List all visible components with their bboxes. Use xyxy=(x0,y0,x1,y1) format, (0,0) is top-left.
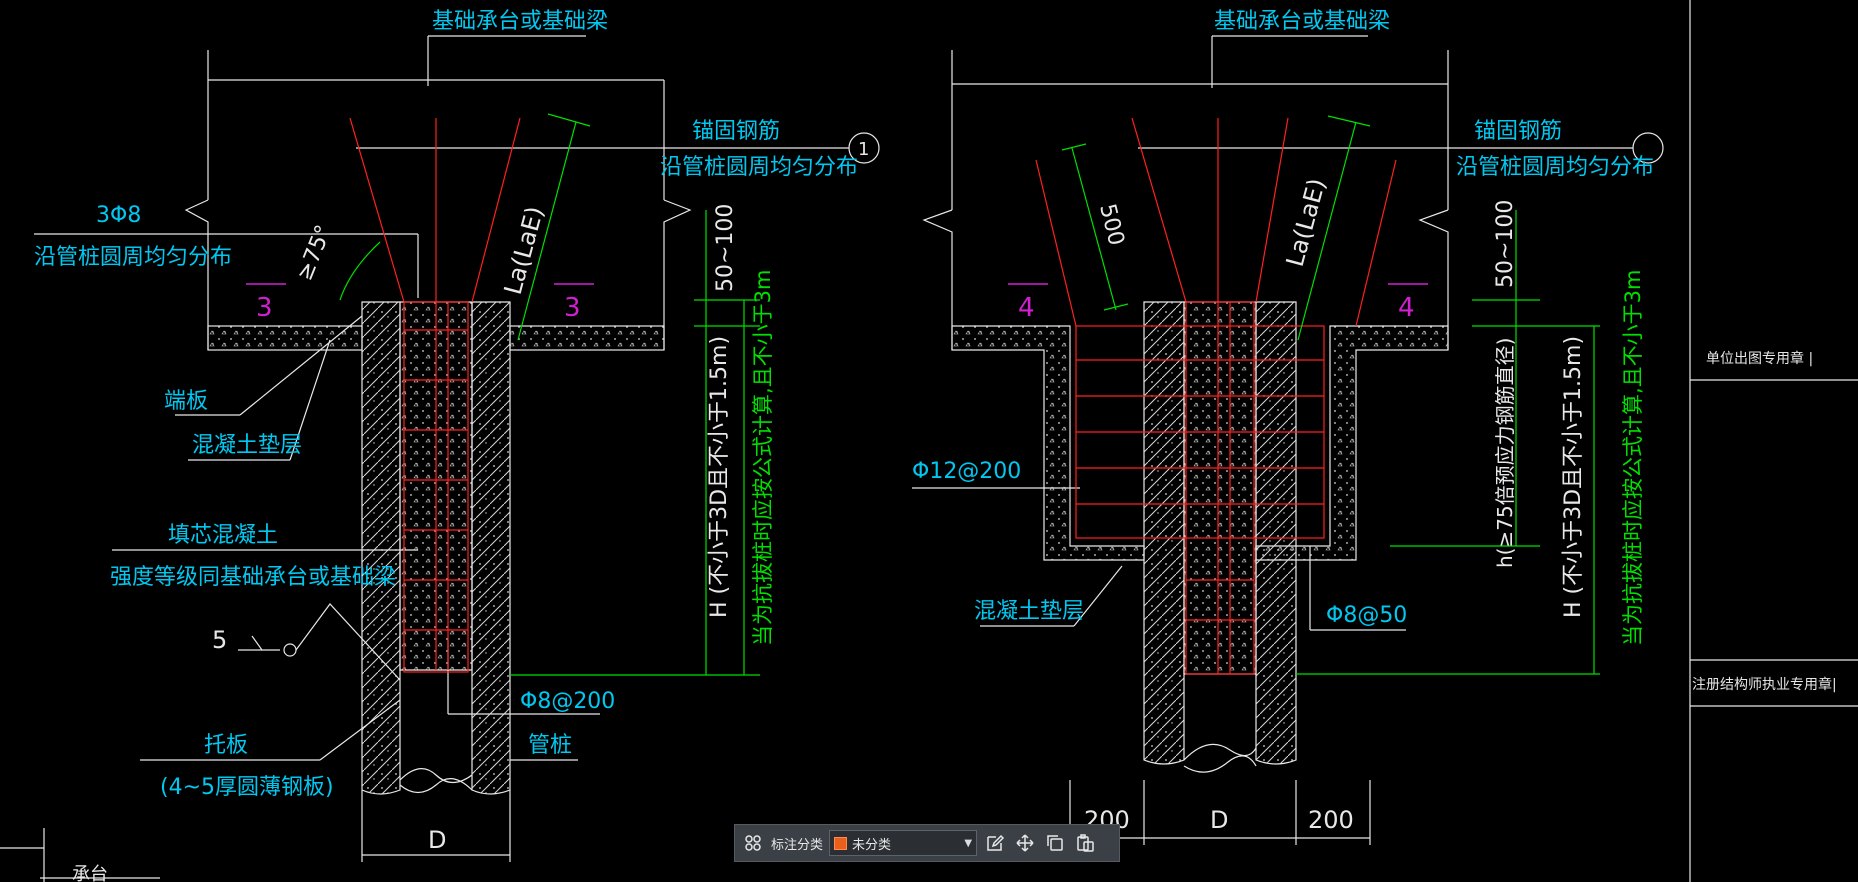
unit-stamp-label: 单位出图专用章 | xyxy=(1706,351,1814,367)
left-plate-1: 托板 xyxy=(204,733,248,758)
left-angle-label: ≥75° xyxy=(292,222,337,285)
annotation-toolbar: 标注分类 未分类 ▼ xyxy=(734,824,1120,862)
right-h-small: h(≥75倍预应力钢筋直径) xyxy=(1493,338,1517,569)
left-rebar xyxy=(349,117,521,673)
category-color-swatch xyxy=(834,836,848,850)
left-h-green: 当为抗拔桩时应按公式计算,且不小于3m xyxy=(751,270,775,647)
right-anchor-label-2: 沿管桩圆周均匀分布 xyxy=(1456,155,1654,180)
left-anchor-label: 锚固钢筋 xyxy=(692,119,780,144)
right-cushion: 混凝土垫层 xyxy=(974,599,1084,624)
right-ring-bar: Φ8@50 xyxy=(1326,603,1407,628)
grid-icon[interactable] xyxy=(741,831,765,855)
left-fill-2: 强度等级同基础承台或基础梁 xyxy=(110,565,396,590)
right-d-dim: D xyxy=(1210,806,1228,834)
left-section-mark-b: 3 xyxy=(564,293,581,323)
chevron-down-icon: ▼ xyxy=(964,837,973,849)
move-icon[interactable] xyxy=(1013,831,1037,855)
left-plate-2: (4~5厚圆薄钢板) xyxy=(160,775,334,800)
corner-text: 承台 xyxy=(72,864,108,882)
left-h-label: H (不小于3D且不小于1.5m) xyxy=(707,336,732,618)
right-la-label: La(LaE) xyxy=(1281,175,1331,269)
right-detail xyxy=(912,35,1664,845)
engineer-stamp-label: 注册结构师执业专用章| xyxy=(1692,677,1837,693)
left-top-label: 基础承台或基础梁 xyxy=(432,9,608,34)
right-dimensions xyxy=(1061,115,1600,675)
left-cushion: 混凝土垫层 xyxy=(192,433,302,458)
left-section-mark-a: 3 xyxy=(256,293,273,323)
right-dim-500: 500 xyxy=(1094,201,1128,248)
left-anchor-label-2: 沿管桩圆周均匀分布 xyxy=(660,155,858,180)
left-fill-1: 填芯混凝土 xyxy=(168,523,278,548)
right-h-label: H (不小于3D且不小于1.5m) xyxy=(1561,336,1586,618)
left-bar-label-2: 沿管桩圆周均匀分布 xyxy=(34,245,232,270)
annotation-category-value: 未分类 xyxy=(852,837,892,853)
left-bar-label: 3Φ8 xyxy=(96,203,141,228)
right-dim-200-right: 200 xyxy=(1308,806,1354,834)
left-d-dim: D xyxy=(428,826,446,854)
right-anchor-label: 锚固钢筋 xyxy=(1474,119,1562,144)
right-h-green: 当为抗拔桩时应按公式计算,且不小于3m xyxy=(1621,270,1645,647)
right-dim-50-100: 50~100 xyxy=(1493,200,1518,288)
left-callout-number: 1 xyxy=(858,139,869,160)
edit-icon[interactable] xyxy=(983,831,1007,855)
right-stirrup: Φ12@200 xyxy=(912,459,1021,484)
right-top-label: 基础承台或基础梁 xyxy=(1214,9,1390,34)
left-ring-bar: Φ8@200 xyxy=(520,689,615,714)
copy-icon[interactable] xyxy=(1043,831,1067,855)
paste-icon[interactable] xyxy=(1073,831,1097,855)
left-end-plate: 端板 xyxy=(164,389,208,414)
right-rebar xyxy=(1035,117,1397,675)
left-dim-50-100: 50~100 xyxy=(713,204,738,292)
left-dimensions xyxy=(339,113,760,676)
annotation-category-dropdown[interactable]: 未分类 ▼ xyxy=(829,830,978,856)
right-section-mark-b: 4 xyxy=(1398,293,1415,323)
right-section-mark-a: 4 xyxy=(1018,293,1035,323)
annotation-category-label: 标注分类 xyxy=(771,837,824,853)
left-weld-size: 5 xyxy=(212,626,227,654)
left-pipe-pile: 管桩 xyxy=(528,733,572,758)
